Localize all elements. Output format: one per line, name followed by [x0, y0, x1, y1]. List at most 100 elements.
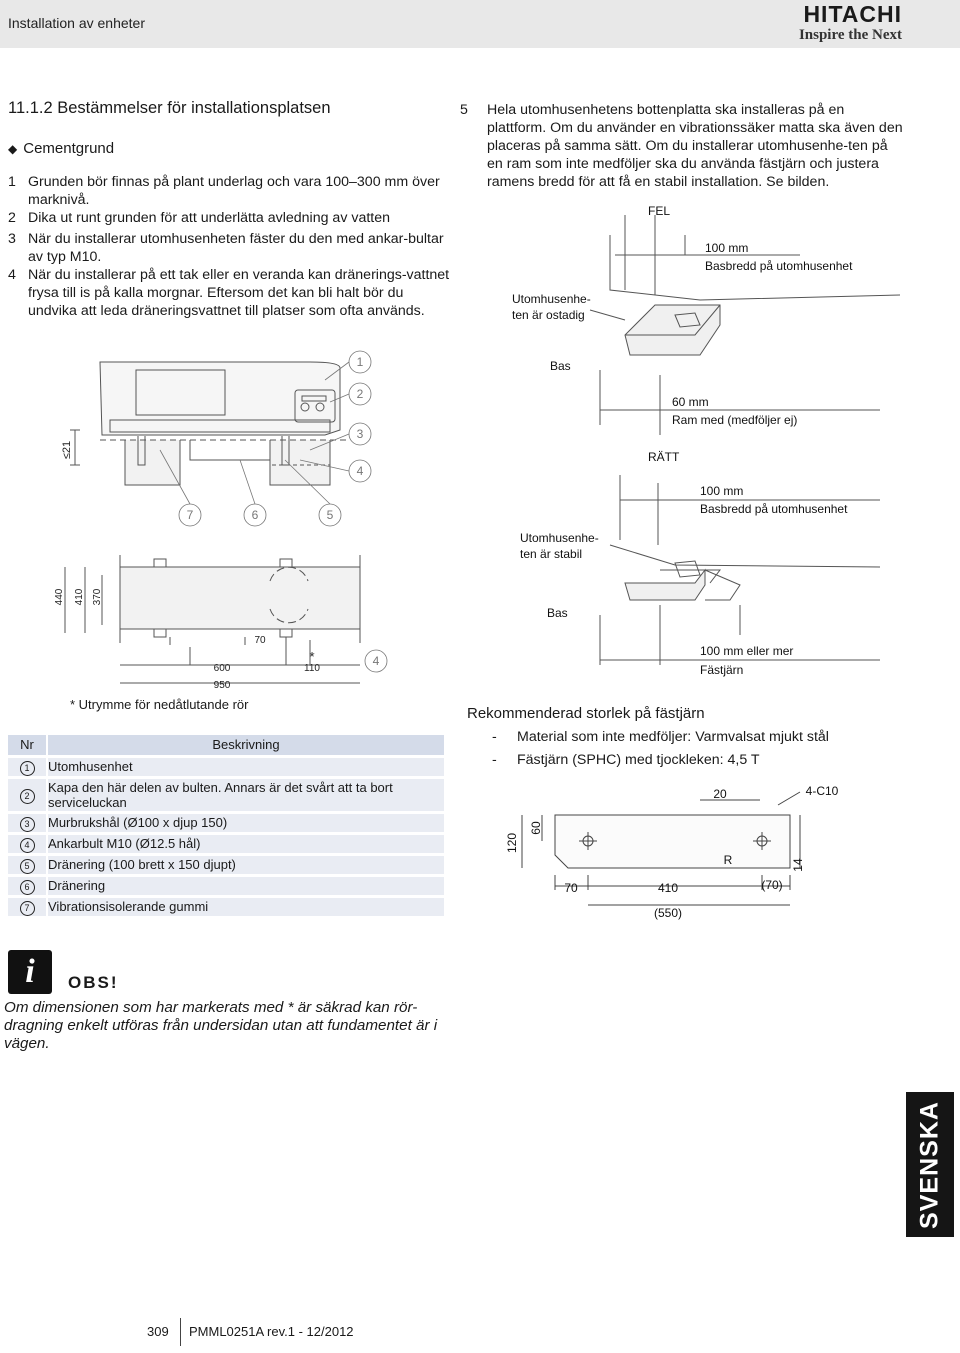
list-number: 3: [8, 231, 16, 247]
label-fel: FEL: [648, 204, 670, 218]
recommended-item-2: Fästjärn (SPHC) med tjockleken: 4,5 T: [517, 752, 760, 768]
label-bas-2: Bas: [547, 606, 568, 620]
page-number: 309: [147, 1324, 169, 1339]
dimension-le21: ≤21: [61, 441, 73, 459]
info-icon-glyph: i: [25, 953, 35, 990]
dim-70: 70: [254, 635, 266, 646]
dim-550: (550): [654, 906, 682, 920]
table-row: 1 Utomhusenhet: [8, 758, 444, 776]
row-number: 1: [19, 761, 35, 776]
label-100mm-2: 100 mm: [700, 484, 743, 498]
table-row: 5 Dränering (100 brett x 150 djupt): [8, 856, 444, 874]
label-stable-1: Utomhusenhe-: [520, 531, 599, 545]
label-unstable-2: ten är ostadig: [512, 308, 585, 322]
dim-r: R: [724, 853, 733, 867]
label-ratt: RÄTT: [648, 450, 680, 464]
recommended-dash-1: -: [492, 729, 497, 745]
diamond-bullet-icon: ◆: [8, 142, 18, 156]
dim-70-paren: (70): [761, 878, 782, 892]
dim-370: 370: [92, 588, 103, 605]
brand-name: HITACHI: [803, 1, 902, 27]
list-text: Hela utomhusenhetens bottenplatta ska in…: [487, 102, 903, 190]
row-text: Ankarbult M10 (Ø12.5 hål): [48, 836, 201, 851]
dim-14: 14: [791, 858, 805, 872]
callout-2: 2: [357, 387, 364, 401]
brand-tagline: Inspire the Next: [798, 27, 902, 43]
language-tab: [906, 1092, 954, 1237]
label-fastjarn: Fästjärn: [700, 663, 743, 677]
dim-110: 110: [304, 663, 320, 674]
table-header: Nr Beskrivning: [8, 735, 444, 755]
subheading-text: Cementgrund: [23, 140, 115, 157]
dim-600: 600: [214, 663, 231, 674]
callout-3: 3: [357, 427, 364, 441]
label-60mm: 60 mm: [672, 395, 709, 409]
row-number: 6: [19, 880, 35, 895]
table-row: 3 Murbrukshål (Ø100 x djup 150): [8, 814, 444, 832]
bracket-dimension-drawing: 20 4-C10 120 60 R 14 70 410 (70) (550): [505, 784, 839, 920]
label-bas-1: Bas: [550, 359, 571, 373]
section-heading: 11.1.2 Bestämmelser för installationspla…: [8, 99, 331, 117]
star-mark: *: [309, 649, 314, 664]
row-text: Dränering: [48, 878, 106, 893]
foundation-plan-view-diagram: 440 410 370 70 600 950 110 * 4: [54, 555, 388, 691]
row-text: Murbrukshål (Ø100 x djup 150): [48, 815, 228, 830]
document-id: PMML0251A rev.1 - 12/2012: [189, 1324, 354, 1339]
callout-4: 4: [357, 464, 364, 478]
list-text: När du installerar utomhusenheten fäster…: [28, 231, 444, 265]
dim-20: 20: [713, 787, 727, 801]
label-100mm-more: 100 mm eller mer: [700, 644, 793, 658]
table-row: 6 Dränering: [8, 877, 444, 895]
dim-440: 440: [54, 588, 65, 605]
dim-120: 120: [505, 833, 519, 853]
brand-logo: HITACHI Inspire the Next: [799, 2, 902, 44]
col-separator: [46, 735, 48, 755]
obs-text: Om dimensionen som har markerats med * ä…: [4, 999, 438, 1052]
col-header-nr: Nr: [20, 737, 34, 752]
recommended-dash-2: -: [492, 752, 497, 768]
row-number: 5: [19, 859, 35, 874]
list-number: 4: [8, 267, 16, 283]
list-number: 2: [8, 210, 16, 226]
callout-1: 1: [357, 355, 364, 369]
row-text: Kapa den här delen av bulten. Annars är …: [48, 780, 393, 810]
dim-4-c10: 4-C10: [806, 784, 839, 798]
label-stable-2: ten är stabil: [520, 547, 582, 561]
footer-divider: [180, 1318, 181, 1346]
list-text: Dika ut runt grunden för att underlätta …: [28, 210, 391, 226]
label-unstable-1: Utomhusenhe-: [512, 292, 591, 306]
list-number: 5: [460, 102, 468, 118]
dim-950: 950: [214, 680, 231, 691]
row-number: 7: [19, 901, 35, 916]
row-text: Dränering (100 brett x 150 djupt): [48, 857, 236, 872]
header-title: Installation av enheter: [8, 15, 145, 31]
callout-6: 6: [252, 508, 259, 522]
label-100mm-1: 100 mm: [705, 241, 748, 255]
section-subheading: ◆ Cementgrund: [8, 140, 114, 157]
dim-410: 410: [74, 588, 85, 605]
dim-60: 60: [529, 821, 543, 835]
col-header-desc: Beskrivning: [212, 737, 280, 752]
language-tab-label: SVENSKA: [906, 1092, 954, 1237]
table-row: 7 Vibrationsisolerande gummi: [8, 898, 444, 916]
table-row: 2 Kapa den här delen av bulten. Annars ä…: [8, 779, 444, 811]
dim-410: 410: [658, 881, 678, 895]
row-number: 3: [19, 817, 35, 832]
list-text: Grunden bör finnas på plant underlag och…: [28, 174, 440, 208]
row-text: Utomhusenhet: [48, 759, 133, 774]
label-basbredd-2: Basbredd på utomhusenhet: [700, 502, 848, 516]
label-ram: Ram med (medföljer ej): [672, 413, 797, 427]
obs-label: OBS!: [68, 973, 119, 992]
recommended-title: Rekommenderad storlek på fästjärn: [467, 705, 705, 722]
row-number: 4: [19, 838, 35, 853]
info-icon: [8, 950, 52, 994]
table-row: 4 Ankarbult M10 (Ø12.5 hål): [8, 835, 444, 853]
footnote-pipe-space: * Utrymme för nedåtlutande rör: [70, 697, 249, 712]
language-tab-text: SVENSKA: [915, 1100, 944, 1229]
row-number: 2: [19, 789, 35, 804]
list-number: 1: [8, 174, 16, 190]
header-bar: [0, 0, 960, 48]
recommended-item-1: Material som inte medföljer: Varmvalsat …: [517, 729, 829, 745]
dim-70: 70: [564, 881, 578, 895]
frame-installation-diagram: FEL 100 mm Basbredd på utomhusenhet Utom…: [512, 204, 901, 677]
